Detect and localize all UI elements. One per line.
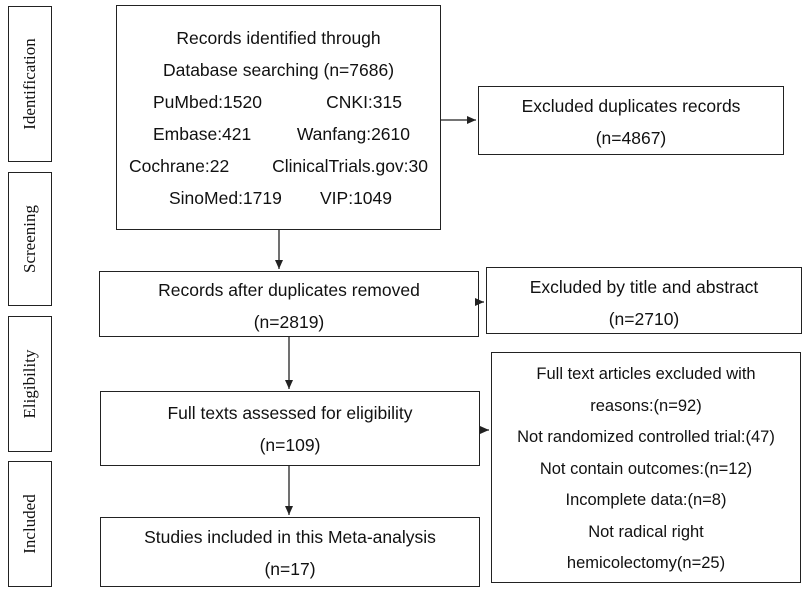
- stage-screening: Screening: [8, 172, 52, 306]
- excluded-title-abstract-box: Excluded by title and abstract (n=2710): [486, 267, 802, 334]
- full-texts-assessed-label: Full texts assessed for eligibility: [167, 403, 413, 423]
- excluded-reason-line: Incomplete data:(n=8): [565, 491, 727, 509]
- excluded-reason-line: hemicolectomy(n=25): [566, 554, 726, 572]
- full-texts-assessed-count: (n=109): [259, 435, 321, 455]
- excluded-title-abstract-label: Excluded by title and abstract: [529, 277, 759, 297]
- records-identified-title: Records identified through: [176, 28, 381, 48]
- source-pubmed: PuMbed:1520: [153, 92, 262, 112]
- source-row: Embase:421 Wanfang:2610: [117, 118, 440, 150]
- excluded-reason-line: Not contain outcomes:(n=12): [539, 459, 753, 478]
- source-sinomed: SinoMed:1719: [169, 188, 282, 208]
- stage-identification: Identification: [8, 6, 52, 162]
- source-clinicaltrials: ClinicalTrials.gov:30: [272, 156, 428, 176]
- source-embase: Embase:421: [153, 124, 252, 144]
- excluded-duplicates-label: Excluded duplicates records: [521, 96, 741, 116]
- source-cochrane: Cochrane:22: [129, 156, 230, 176]
- records-after-duplicates-label: Records after duplicates removed: [158, 280, 420, 300]
- stage-eligibility: Eligibility: [8, 316, 52, 452]
- full-text-excluded-box: Full text articles excluded with reasons…: [491, 352, 801, 583]
- excluded-reason-line: Full text articles excluded with: [536, 365, 756, 383]
- full-texts-assessed-box: Full texts assessed for eligibility (n=1…: [100, 391, 480, 466]
- source-wanfang: Wanfang:2610: [296, 124, 410, 144]
- excluded-title-abstract-count: (n=2710): [608, 309, 680, 329]
- excluded-duplicates-count: (n=4867): [595, 128, 667, 148]
- studies-included-box: Studies included in this Meta-analysis (…: [100, 517, 480, 587]
- database-searching-count: Database searching (n=7686): [162, 60, 395, 80]
- excluded-duplicates-box: Excluded duplicates records (n=4867): [478, 86, 784, 155]
- excluded-reason-line: Not randomized controlled trial:(47): [517, 428, 775, 446]
- studies-included-count: (n=17): [264, 559, 316, 579]
- stage-included: Included: [8, 461, 52, 587]
- records-after-duplicates-count: (n=2819): [253, 312, 325, 332]
- source-row: Cochrane:22 ClinicalTrials.gov:30: [117, 150, 440, 182]
- excluded-reason-line: reasons:(n=92): [590, 396, 702, 415]
- source-cnki: CNKI:315: [326, 92, 402, 112]
- studies-included-label: Studies included in this Meta-analysis: [144, 527, 436, 547]
- source-vip: VIP:1049: [320, 188, 392, 208]
- records-after-duplicates-box: Records after duplicates removed (n=2819…: [99, 271, 479, 337]
- source-row: SinoMed:1719 VIP:1049: [117, 182, 440, 214]
- excluded-reason-line: Not radical right: [588, 522, 704, 541]
- records-identified-box: Records identified through Database sear…: [116, 5, 441, 230]
- source-row: PuMbed:1520 CNKI:315: [117, 86, 440, 118]
